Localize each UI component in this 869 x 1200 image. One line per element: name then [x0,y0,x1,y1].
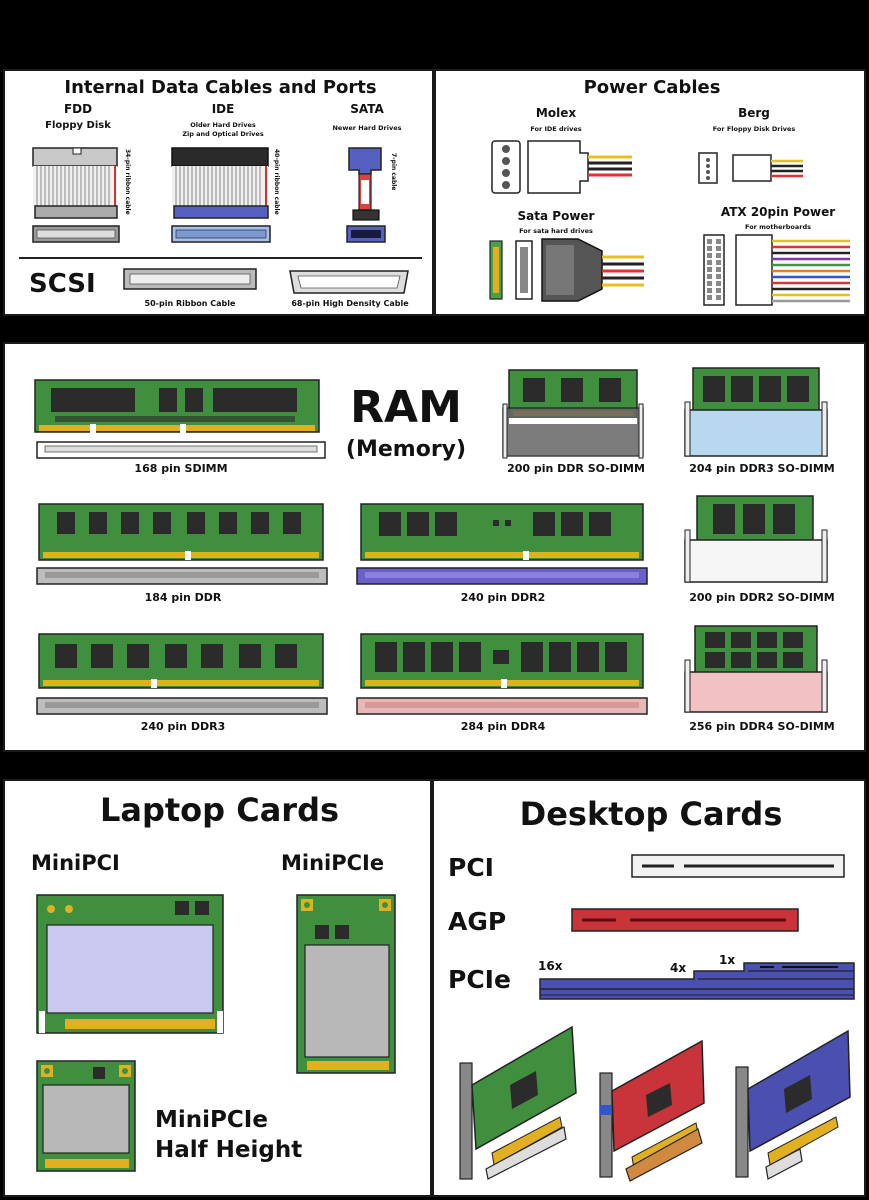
pcie-label: PCIe [448,965,511,994]
sata-power-sub: For sata hard drives [519,227,593,235]
ide-sub2: Zip and Optical Drives [182,130,264,138]
sata-sub: Newer Hard Drives [332,124,402,132]
laptop-cards-panel: Laptop Cards MiniPCI MiniPCIe MiniPCIe H… [3,779,432,1197]
molex-label: Molex [535,106,577,120]
scsi-hd-label: 68-pin High Density Cable [291,299,409,308]
ram-module-240-ddr2 [356,503,648,585]
ram-label-284-ddr4: 284 pin DDR4 [460,720,546,733]
ram-label-240-ddr3: 240 pin DDR3 [140,720,226,733]
ram-label-200-ddr2-sodimm: 200 pin DDR2 SO-DIMM [689,591,835,604]
ram-module-204-ddr3-sodimm [684,367,828,457]
berg-connector [698,152,803,184]
atx-connector [703,234,850,306]
scsi-ribbon-label: 50-pin Ribbon Cable [144,299,236,308]
power-cables-panel: Power Cables Molex For IDE drives Berg F… [434,69,866,316]
agp-label: AGP [448,907,507,936]
ram-label-168-sdimm: 168 pin SDIMM [134,462,228,475]
molex-sub: For IDE drives [530,125,582,133]
pcie-slots [539,962,855,1000]
ram-module-200-ddr2-sodimm [684,495,828,583]
ide-cable-diagram [171,147,271,243]
molex-connector [491,140,632,194]
atx-label: ATX 20pin Power [720,205,836,219]
ram-module-184-ddr [36,503,328,585]
minipci-label: MiniPCI [31,851,120,875]
minipci-card [36,894,224,1034]
agp-slot [571,908,799,932]
pci-expansion-card [459,1025,577,1180]
ram-subtitle: (Memory) [345,437,467,462]
laptop-cards-title: Laptop Cards [99,791,340,829]
ram-label-204-ddr3-sodimm: 204 pin DDR3 SO-DIMM [689,462,835,475]
pci-label: PCI [448,853,494,882]
atx-sub: For motherboards [745,223,811,231]
ram-panel: RAM (Memory) 168 pin SDIMM 200 pin DDR S… [3,342,866,752]
data-cables-title: Internal Data Cables and Ports [64,77,377,98]
fdd-label: FDD [63,102,93,116]
sata-power-label: Sata Power [517,209,595,223]
pcie-16x-label: 16x [538,959,563,973]
desktop-cards-title: Desktop Cards [519,795,783,833]
minipcie-label: MiniPCIe [281,851,385,875]
fdd-sub: Floppy Disk [45,120,111,131]
pcie-1x-label: 1x [719,953,736,967]
pci-slot [631,854,845,878]
agp-expansion-card [599,1039,705,1182]
scsi-divider [19,257,422,259]
pcie-4x-label: 4x [670,961,687,975]
ram-module-168-sdimm [34,379,326,459]
desktop-cards-panel: Desktop Cards PCI AGP PCIe 16x 4x 1x [432,779,866,1197]
berg-label: Berg [738,106,770,120]
berg-sub: For Floppy Disk Drives [712,125,796,133]
minipcie-half-height-card [36,1060,136,1172]
minipcie-half-label-1: MiniPCIe [155,1107,268,1133]
sata-label: SATA [350,102,384,116]
ide-sub1: Older Hard Drives [190,121,256,129]
ram-module-284-ddr4 [356,633,648,715]
fdd-cable-note: 34-pin ribbon cable [124,149,131,215]
scsi-ribbon-connector [123,268,257,290]
data-cables-panel: Internal Data Cables and Ports FDD Flopp… [3,69,434,316]
scsi-hd-connector [289,270,409,294]
sata-cable-note: 7-pin cable [390,153,397,191]
ram-label-240-ddr2: 240 pin DDR2 [460,591,546,604]
scsi-label: SCSI [29,269,96,299]
ram-module-240-ddr3 [36,633,328,715]
ram-label-184-ddr: 184 pin DDR [144,591,222,604]
ram-label-256-ddr4-sodimm: 256 pin DDR4 SO-DIMM [689,720,835,733]
ram-label-200-ddr-sodimm: 200 pin DDR SO-DIMM [507,462,645,475]
minipcie-half-label-2: Half Height [155,1137,303,1163]
sata-power-connector [489,238,644,302]
ram-module-200-ddr-sodimm [502,369,644,459]
ide-label: IDE [211,102,235,116]
sata-cable-diagram [346,147,386,243]
ide-cable-note: 40-pin ribbon cable [273,149,280,215]
fdd-cable-diagram [32,147,120,243]
power-cables-title: Power Cables [583,77,721,98]
minipcie-card [296,894,396,1074]
pcie-expansion-card [735,1029,851,1180]
ram-module-256-ddr4-sodimm [684,625,828,713]
ram-title: RAM [350,382,462,433]
